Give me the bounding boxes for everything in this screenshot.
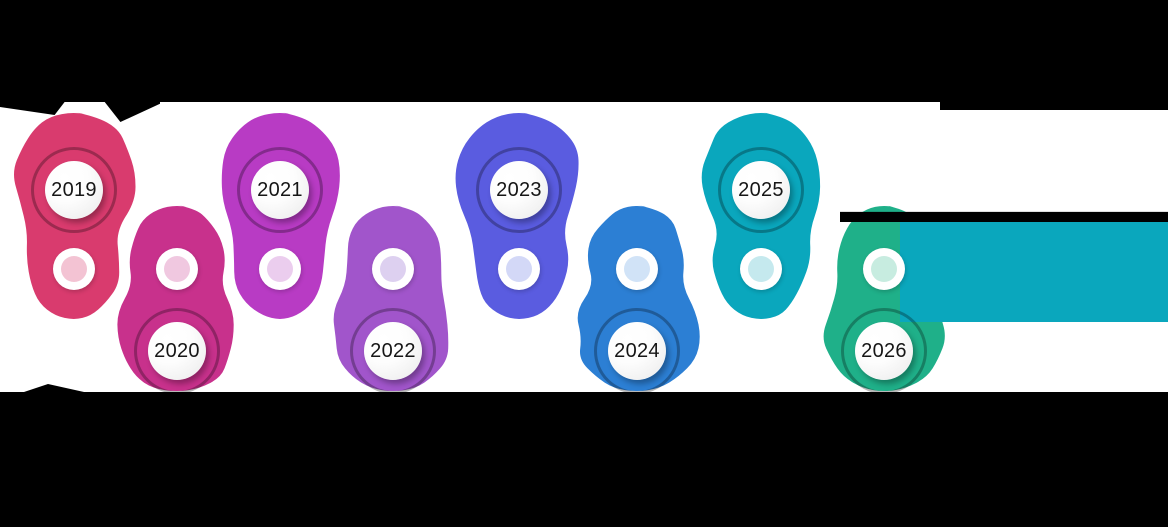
year-badge-2022[interactable]: 2022 [364,322,422,380]
milestone-dot-2019[interactable] [53,248,95,290]
milestone-dot-2022[interactable] [372,248,414,290]
year-label: 2021 [257,178,303,201]
connector-bar-2025 [900,221,1168,322]
year-badge-ring-2021 [237,147,323,233]
milestone-dot-fill-2022 [380,256,406,282]
milestone-dot-fill-2020 [164,256,190,282]
milestone-dot-fill-2021 [267,256,293,282]
milestone-dot-2023[interactable] [498,248,540,290]
milestone-dot-fill-2024 [624,256,650,282]
year-badge-ring-2019 [31,147,117,233]
year-label: 2026 [861,339,907,362]
year-badge-2025[interactable]: 2025 [732,161,790,219]
milestone-dot-2024[interactable] [616,248,658,290]
milestone-dot-2020[interactable] [156,248,198,290]
year-badge-2024[interactable]: 2024 [608,322,666,380]
year-label: 2024 [614,339,660,362]
milestone-dot-fill-2025 [748,256,774,282]
year-label: 2025 [738,178,784,201]
milestone-dot-fill-2023 [506,256,532,282]
milestone-dot-2025[interactable] [740,248,782,290]
year-badge-2020[interactable]: 2020 [148,322,206,380]
year-label: 2019 [51,178,97,201]
redaction-bottom [0,392,1168,527]
year-badge-2026[interactable]: 2026 [855,322,913,380]
year-label: 2022 [370,339,416,362]
year-badge-2019[interactable]: 2019 [45,161,103,219]
year-badge-2021[interactable]: 2021 [251,161,309,219]
year-label: 2023 [496,178,542,201]
year-badge-ring-2023 [476,147,562,233]
milestone-dot-2021[interactable] [259,248,301,290]
milestone-dot-fill-2026 [871,256,897,282]
year-label: 2020 [154,339,200,362]
milestone-dot-fill-2019 [61,256,87,282]
year-badge-2023[interactable]: 2023 [490,161,548,219]
year-badge-ring-2025 [718,147,804,233]
milestone-dot-2026[interactable] [863,248,905,290]
